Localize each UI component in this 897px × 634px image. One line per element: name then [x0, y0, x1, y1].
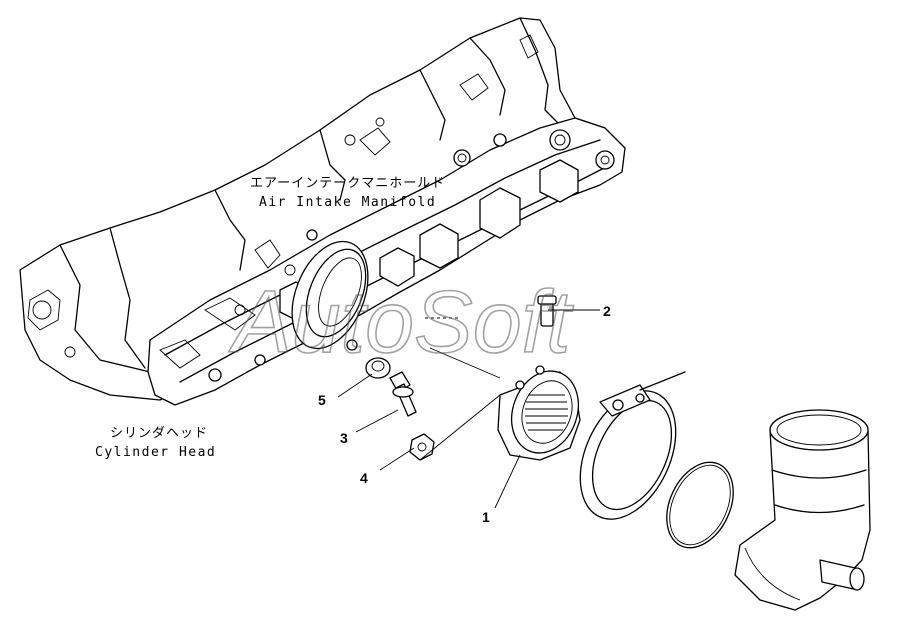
leader-lines [337, 309, 600, 509]
part-4-nut-drawing [409, 433, 435, 461]
callout-3: 3 [340, 430, 348, 446]
callout-4: 4 [360, 470, 368, 486]
callout-1: 1 [482, 509, 490, 525]
part-5-washer-drawing [365, 357, 391, 379]
callout-2: 2 [603, 303, 611, 319]
manifold-label-jp: エアーインテークマニホールド [250, 176, 445, 191]
hose-clamp-drawing [579, 371, 686, 520]
elbow-pipe-drawing [734, 409, 871, 611]
cylinder-head-label-en: Cylinder Head [95, 445, 216, 460]
part-1-connector-drawing [497, 365, 581, 461]
cylinder-head-label-jp: シリンダヘッド [110, 426, 208, 441]
manifold-label-en: Air Intake Manifold [259, 195, 436, 210]
part-3-bolt-drawing [389, 371, 417, 417]
air-intake-manifold-drawing [147, 117, 626, 406]
o-ring-drawing [666, 461, 734, 549]
part-2-plug-drawing [537, 295, 557, 327]
watermark-text: AutoSoft [228, 272, 574, 371]
callout-5: 5 [318, 392, 326, 408]
